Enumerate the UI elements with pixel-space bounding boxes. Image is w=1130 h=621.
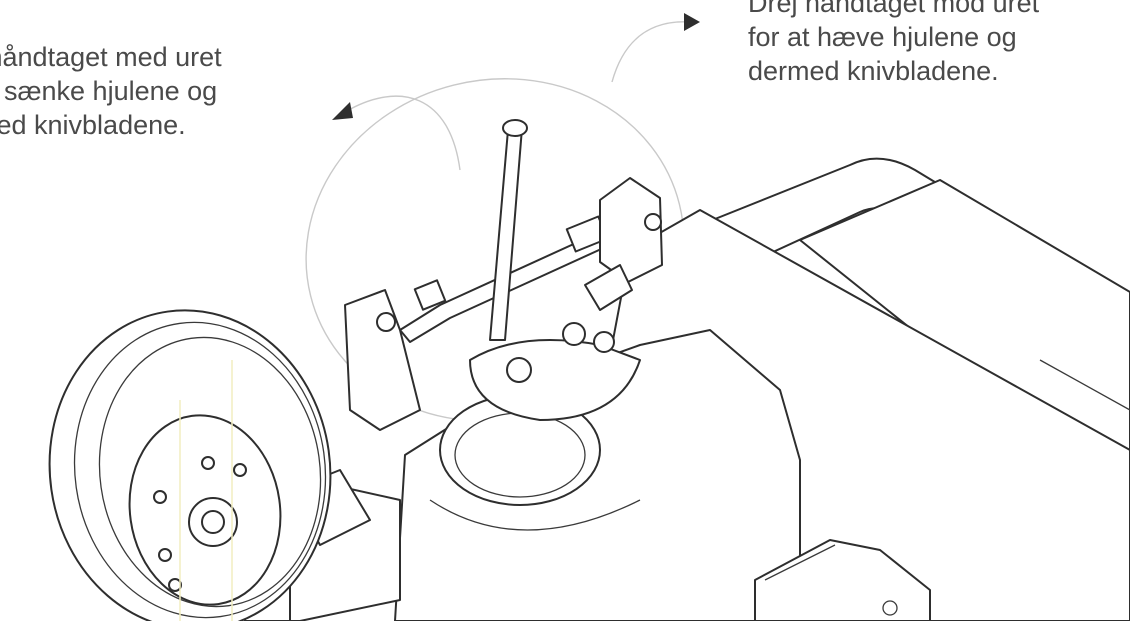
front-wheel	[48, 309, 332, 621]
engine-housing	[394, 322, 801, 621]
clockwise-arrow-icon	[332, 95, 461, 171]
instruction-lower-wheels: j håndtaget med uret at sænke hjulene og…	[0, 42, 222, 140]
counterclockwise-arrow-icon	[611, 13, 700, 83]
height-adjust-lever	[399, 119, 611, 343]
lever-brackets	[344, 177, 663, 431]
instruction-raise-wheels: Drej håndtaget mod uret for at hæve hjul…	[748, 0, 1040, 86]
control-box	[754, 539, 931, 621]
